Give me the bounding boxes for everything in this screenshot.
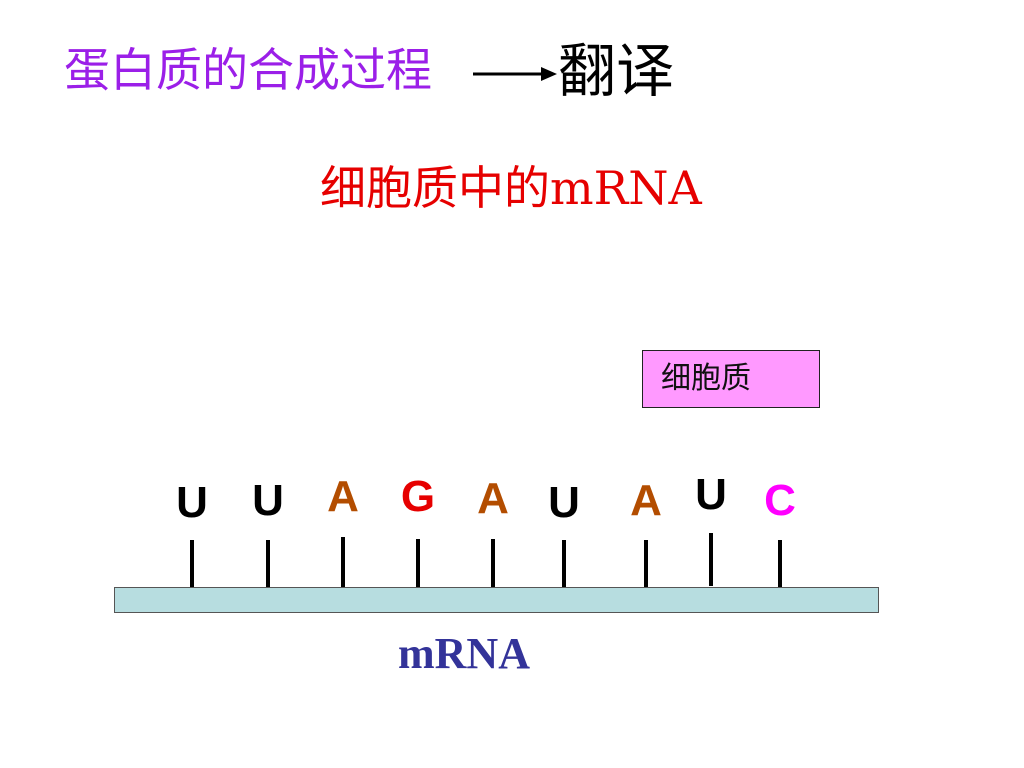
base-bond-line [778, 540, 782, 590]
base-bond-line [491, 539, 495, 590]
base-letter: A [327, 472, 359, 521]
base-bond-line [266, 540, 270, 590]
base-bond-line [644, 540, 648, 590]
page-title-suffix: 翻译 [558, 37, 675, 105]
mrna-strand [114, 587, 879, 613]
base-bond-line [416, 539, 420, 590]
base-letter: U [252, 476, 284, 525]
base-letter: A [630, 476, 662, 525]
base-bond-line [190, 540, 194, 590]
base-bond-line [709, 533, 713, 586]
base-bond-line [562, 540, 566, 590]
base-letter: U [176, 478, 208, 527]
base-letter: C [764, 476, 796, 525]
base-bond-line [341, 537, 345, 589]
base-letter: U [548, 478, 580, 527]
cytoplasm-label-box: 细胞质 [642, 350, 820, 408]
page-title: 蛋白质的合成过程 [64, 43, 432, 97]
subtitle: 细胞质中的mRNA [320, 161, 702, 215]
base-letter: A [477, 474, 509, 523]
mrna-label: mRNA [398, 629, 530, 678]
base-letter: U [695, 470, 727, 519]
cytoplasm-label: 细胞质 [661, 361, 751, 396]
arrow-right-icon [473, 67, 557, 81]
base-letter: G [400, 472, 436, 521]
